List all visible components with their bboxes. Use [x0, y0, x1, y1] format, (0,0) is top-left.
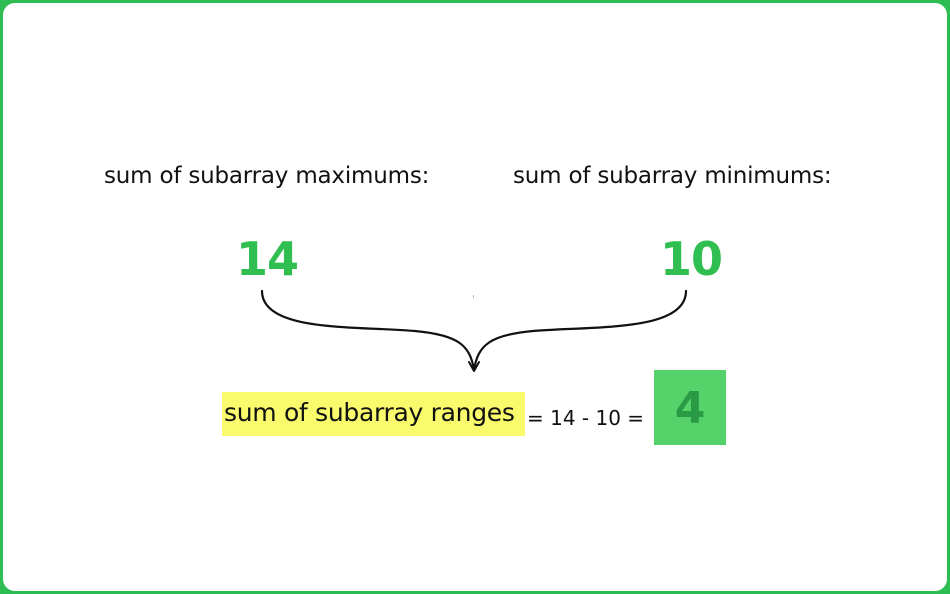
equation-text: = 14 - 10 = [527, 406, 645, 430]
min-sum-value: 10 [660, 232, 723, 286]
ranges-highlight [222, 392, 525, 436]
min-sum-label: sum of subarray minimums: [513, 163, 832, 189]
result-box: 4 [654, 370, 726, 445]
stray-mark [473, 295, 474, 298]
result-value: 4 [674, 383, 706, 434]
brace-arrowhead [468, 361, 480, 372]
brace-curve [260, 289, 688, 371]
ranges-label: sum of subarray ranges [224, 398, 515, 427]
max-sum-value: 14 [236, 232, 299, 286]
max-sum-label: sum of subarray maximums: [104, 163, 430, 189]
diagram-canvas [3, 3, 947, 591]
